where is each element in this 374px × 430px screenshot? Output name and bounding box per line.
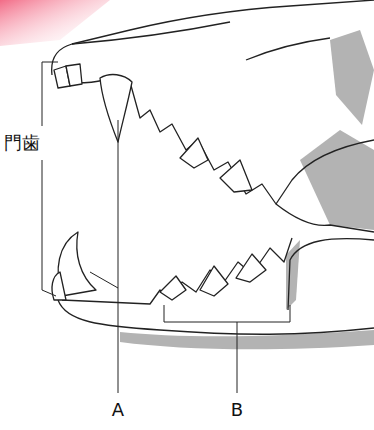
lower-incisor <box>52 272 66 300</box>
leader-lines <box>42 62 290 393</box>
mandible-shade <box>120 330 374 349</box>
canine-leader <box>118 120 119 393</box>
part-name: 門歯 <box>4 134 40 152</box>
canine-leader <box>90 272 118 288</box>
incisor-bracket <box>42 62 58 126</box>
zygomatic-shade <box>300 130 374 230</box>
incisor-bracket <box>42 160 56 296</box>
skull-outline <box>52 0 374 334</box>
callout-letter: B <box>231 401 243 419</box>
upper-incisor <box>66 64 82 86</box>
upper-premolar <box>180 138 208 168</box>
upper-canine <box>100 75 132 142</box>
molar-leader <box>237 322 238 393</box>
upper-molar <box>220 160 252 192</box>
eye-socket-shade <box>330 30 374 125</box>
callout-letter: A <box>112 401 124 419</box>
lower-molar <box>236 254 266 282</box>
lower-canine <box>58 232 96 296</box>
molar-bracket <box>164 305 290 322</box>
lower-molar <box>200 266 228 296</box>
lower-premolar <box>160 276 186 300</box>
